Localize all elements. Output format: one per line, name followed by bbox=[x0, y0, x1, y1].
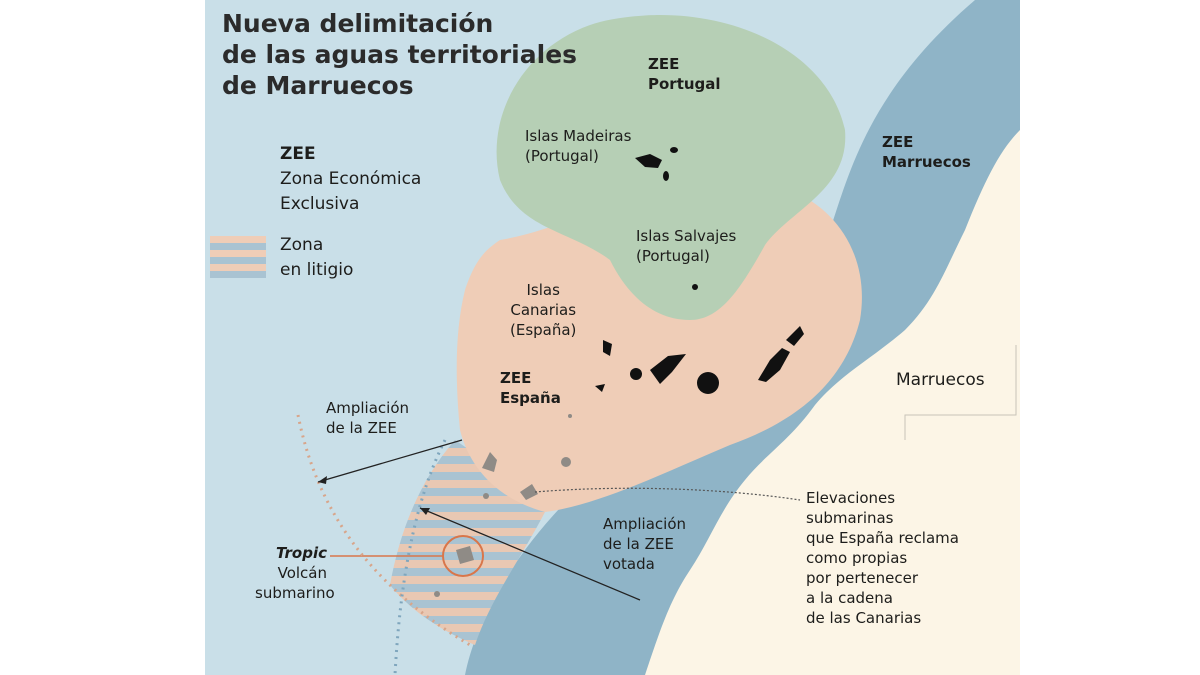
seamounts bbox=[434, 414, 572, 597]
legend-dispute: Zona en litigio bbox=[280, 233, 353, 283]
zee-espana-area bbox=[456, 190, 862, 512]
label-elevaciones: Elevaciones submarinas que España reclam… bbox=[806, 488, 959, 628]
label-line: (Portugal) bbox=[636, 247, 710, 265]
label-line: Ampliación bbox=[603, 515, 687, 533]
arrow-head-icon bbox=[420, 508, 430, 515]
lanzarote-island bbox=[786, 326, 804, 346]
ampliacion-boundary bbox=[296, 414, 471, 647]
land-marruecos bbox=[645, 130, 1020, 675]
title-line: de las aguas territoriales bbox=[222, 40, 578, 69]
label-line: que España reclama bbox=[806, 529, 959, 547]
label-marruecos: Marruecos bbox=[896, 370, 985, 390]
salvajes-island bbox=[692, 284, 698, 290]
label-line: España bbox=[500, 389, 561, 407]
legend-dispute-text: Zona bbox=[280, 235, 324, 255]
label-line: Islas Madeiras bbox=[525, 127, 632, 145]
label-canarias: Islas Canarias (España) bbox=[510, 280, 576, 340]
label-zee-portugal: ZEE Portugal bbox=[648, 54, 721, 94]
legend-zee-text: Zona Económica bbox=[280, 169, 422, 189]
legend-zee-text: Exclusiva bbox=[280, 194, 360, 214]
title-line: Nueva delimitación bbox=[222, 9, 494, 38]
label-line: ZEE bbox=[500, 369, 532, 387]
label-line: ZEE bbox=[882, 133, 914, 151]
label-line: como propias bbox=[806, 549, 908, 567]
islands bbox=[595, 147, 804, 394]
legend-zee: ZEE Zona Económica Exclusiva bbox=[280, 142, 421, 217]
label-line: Marruecos bbox=[882, 153, 971, 171]
desertas-island bbox=[663, 171, 669, 181]
label-line: (Portugal) bbox=[525, 147, 599, 165]
gran-canaria-island bbox=[697, 372, 719, 394]
madeira-island bbox=[635, 154, 662, 168]
label-line: ZEE bbox=[648, 55, 680, 73]
legend-zee-abbr: ZEE bbox=[280, 144, 316, 164]
porto-santo-island bbox=[670, 147, 678, 153]
label-tropic: Tropic Volcán submarino bbox=[255, 543, 335, 603]
elevaciones-leader bbox=[534, 487, 801, 501]
label-zee-marruecos: ZEE Marruecos bbox=[882, 132, 971, 172]
label-ampliacion-votada: Ampliación de la ZEE votada bbox=[603, 514, 686, 574]
map-title: Nueva delimitación de las aguas territor… bbox=[222, 8, 602, 101]
la-gomera-island bbox=[630, 368, 642, 380]
label-line: Islas Salvajes bbox=[636, 227, 737, 245]
ampliacion-arrow bbox=[317, 439, 463, 483]
label-line: Portugal bbox=[648, 75, 721, 93]
label-line: por pertenecer bbox=[806, 569, 919, 587]
border-line bbox=[904, 345, 1017, 440]
label-madeira: Islas Madeiras (Portugal) bbox=[525, 126, 631, 166]
label-line: submarino bbox=[255, 584, 335, 602]
label-line: Tropic bbox=[275, 544, 327, 562]
tenerife-island bbox=[650, 354, 686, 384]
label-line: de la ZEE bbox=[326, 419, 397, 437]
label-zee-espana: ZEE España bbox=[500, 368, 561, 408]
label-line: votada bbox=[603, 555, 655, 573]
label-line: de la ZEE bbox=[603, 535, 674, 553]
label-ampliacion: Ampliación de la ZEE bbox=[326, 398, 409, 438]
zee-portugal-area bbox=[496, 15, 846, 320]
label-line: submarinas bbox=[806, 509, 894, 527]
ampliacion-votada-arrow bbox=[419, 507, 641, 601]
label-line: Islas bbox=[526, 281, 560, 299]
fuerteventura-island bbox=[758, 348, 790, 382]
label-line: de las Canarias bbox=[806, 609, 922, 627]
legend-dispute-text: en litigio bbox=[280, 260, 354, 280]
label-line: Ampliación bbox=[326, 399, 410, 417]
title-line: de Marruecos bbox=[222, 71, 414, 100]
label-line: Elevaciones bbox=[806, 489, 896, 507]
label-line: Canarias bbox=[510, 301, 577, 319]
label-line: Volcán bbox=[277, 564, 327, 582]
label-line: a la cadena bbox=[806, 589, 893, 607]
arrow-head-icon bbox=[318, 476, 327, 484]
la-palma-island bbox=[603, 340, 612, 356]
label-salvajes: Islas Salvajes (Portugal) bbox=[636, 226, 736, 266]
label-line: (España) bbox=[510, 321, 577, 339]
el-hierro-island bbox=[595, 384, 605, 392]
legend-dispute-swatch bbox=[210, 236, 266, 278]
